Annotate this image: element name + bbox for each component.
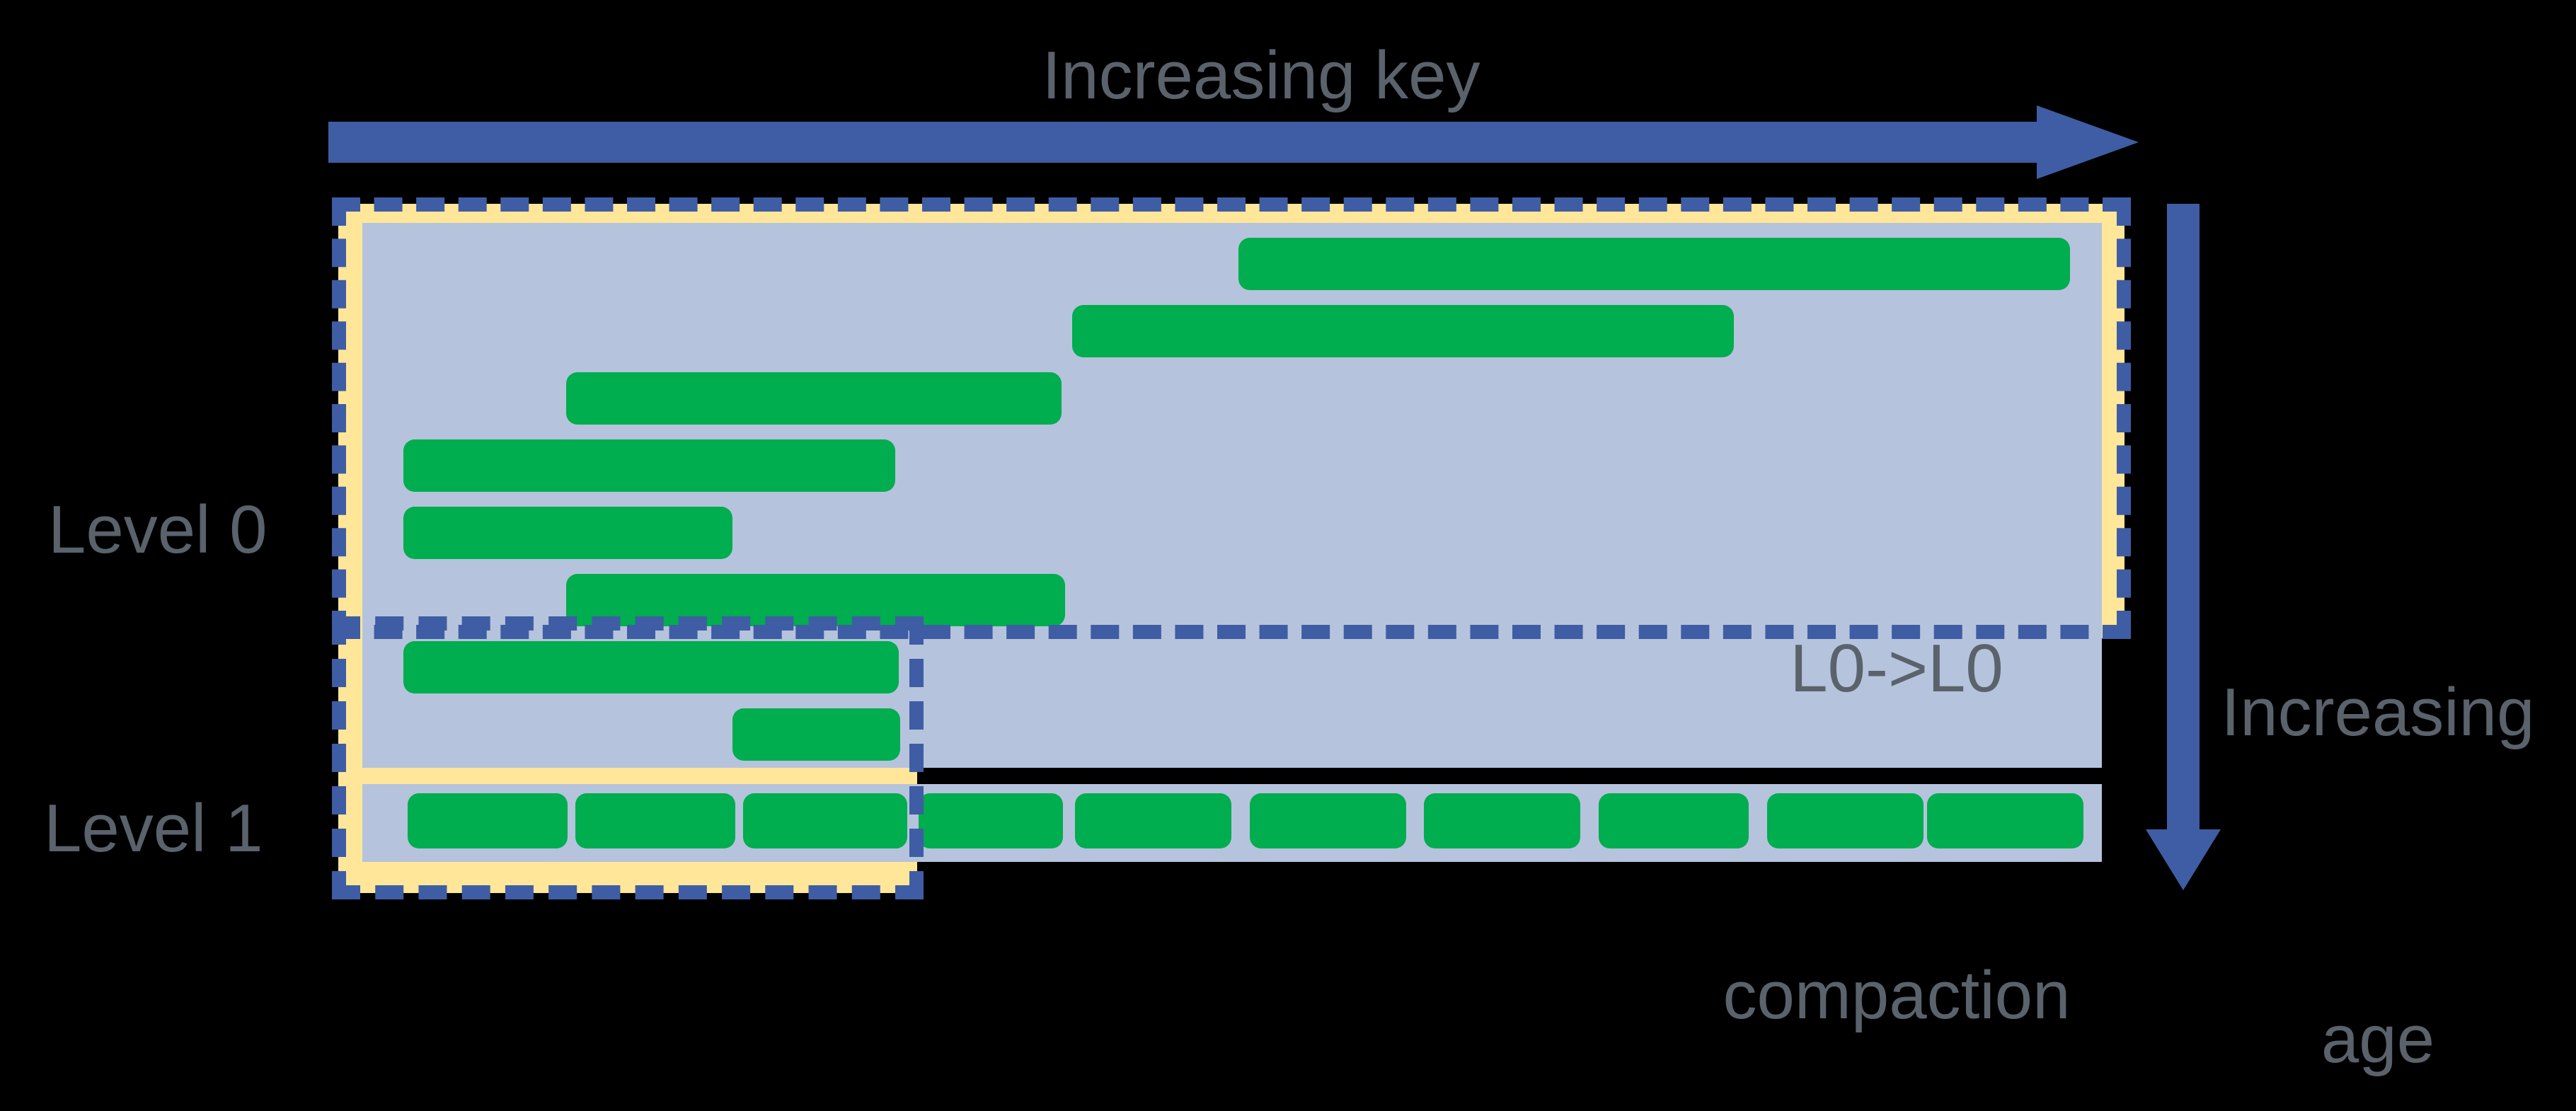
increasing-age-line2: age xyxy=(2321,1001,2435,1077)
l0-sstable-bar xyxy=(566,372,1062,425)
increasing-age-arrowhead-icon xyxy=(2146,829,2221,890)
increasing-key-arrowhead-icon xyxy=(2037,105,2139,179)
l0-sstable-bar xyxy=(403,641,899,693)
increasing-age-label: Increasing age xyxy=(2207,440,2549,1111)
l0-l1-compaction-line1: L0->L1 xyxy=(423,1101,834,1111)
l0-l0-compaction-line2: compaction xyxy=(1723,957,2071,1033)
l1-sstable-tile xyxy=(919,793,1063,848)
l1-sstable-tile xyxy=(1927,793,2083,848)
increasing-key-label: Increasing key xyxy=(1042,38,1480,113)
increasing-age-line1: Increasing xyxy=(2221,674,2535,750)
l0-l1-selection-dashed-border xyxy=(332,616,924,899)
l1-sstable-tile xyxy=(408,793,568,848)
l1-sstable-tile xyxy=(575,793,735,848)
l0-sstable-bar xyxy=(403,439,895,492)
l0-l1-compaction-label: L0->L1 compaction xyxy=(423,883,834,1111)
l0-sstable-bar xyxy=(732,708,900,761)
l0-l0-compaction-line1: L0->L0 xyxy=(1790,631,2003,706)
l0-sstable-bar xyxy=(1238,238,2070,290)
l1-sstable-tile xyxy=(1599,793,1749,848)
l1-sstable-tile xyxy=(1075,793,1231,848)
increasing-age-arrow xyxy=(2167,204,2200,829)
l1-sstable-tile xyxy=(743,793,907,848)
l0-sstable-bar xyxy=(403,507,732,559)
level1-label: Level 1 xyxy=(44,790,263,866)
l0-sstable-bar xyxy=(1072,305,1734,357)
level0-label: Level 0 xyxy=(48,492,268,568)
l1-sstable-tile xyxy=(1424,793,1580,848)
l1-sstable-tile xyxy=(1250,793,1406,848)
increasing-key-arrow xyxy=(328,122,2038,163)
l0-l0-compaction-label: L0->L0 compaction xyxy=(1691,396,2102,1111)
l1-sstable-tile xyxy=(1767,793,1924,848)
